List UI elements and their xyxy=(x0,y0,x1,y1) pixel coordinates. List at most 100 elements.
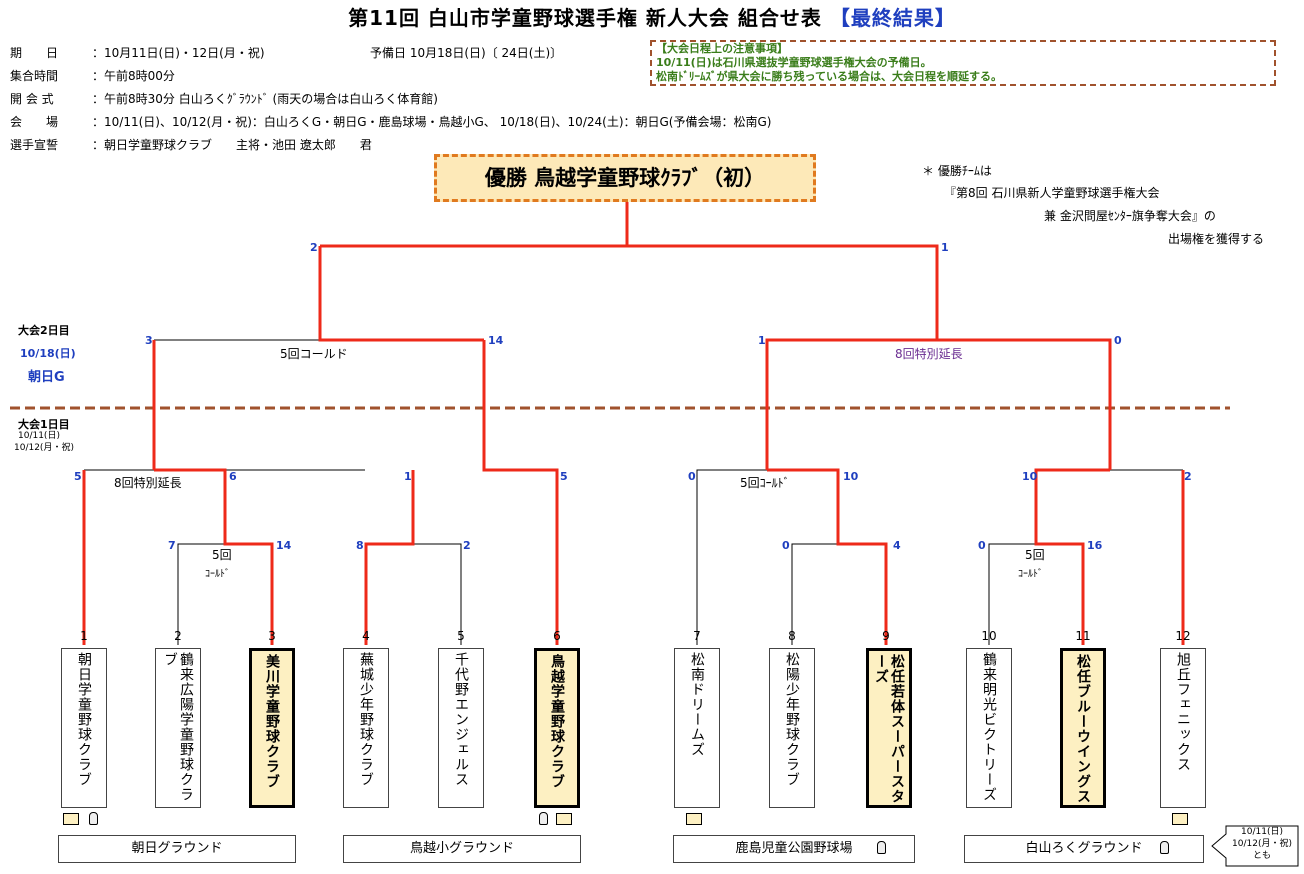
team-box: 千代野エンジェルス xyxy=(438,648,484,808)
venue-label: 会 場 xyxy=(10,115,59,129)
match-note: 5回 xyxy=(212,548,232,562)
match-note: 5回ｺｰﾙﾄﾞ xyxy=(740,476,790,490)
win-path xyxy=(1034,468,1110,645)
open-value: ：午前8時30分 白山ろくｸﾞﾗｳﾝﾄﾞ (雨天の場合は白山ろく体育館) xyxy=(92,92,438,106)
win-path xyxy=(937,338,1112,470)
score: 6 xyxy=(229,470,237,483)
team-number: 1 xyxy=(80,629,88,643)
ground-label: 朝日グラウンド xyxy=(58,835,296,863)
reserve-date: 予備日 10月18日(日)〔 24日(土)〕 xyxy=(370,46,563,60)
score: 8 xyxy=(356,539,364,552)
meet-label: 集合時間 xyxy=(10,69,59,83)
team-number: 8 xyxy=(788,629,796,643)
win-path xyxy=(482,340,559,645)
score: 16 xyxy=(1087,539,1103,552)
win-path xyxy=(767,468,888,645)
flag-icon xyxy=(1172,813,1188,825)
score: 0 xyxy=(782,539,790,552)
day1-date: 10/12(月・祝) xyxy=(14,443,74,453)
match-note: 5回 xyxy=(1025,548,1045,562)
team-number: 3 xyxy=(268,629,276,643)
team-box: 鶴来広陽学童野球クラブ xyxy=(155,648,201,808)
match-note: ｺｰﾙﾄﾞ xyxy=(205,569,230,580)
bracket-line xyxy=(177,543,225,645)
bracket-line xyxy=(988,543,1036,645)
team-number: 9 xyxy=(882,629,890,643)
win-path xyxy=(627,244,939,340)
callout-line: 10/11(日) xyxy=(1241,827,1283,837)
win-path xyxy=(765,338,937,470)
oath-label: 選手宣誓 xyxy=(10,138,59,152)
win-path xyxy=(318,246,484,342)
score: 4 xyxy=(893,539,901,552)
title-result: 【最終結果】 xyxy=(829,6,956,30)
team-box-winner: 美川学童野球クラブ xyxy=(249,648,295,808)
score: 10 xyxy=(1022,470,1038,483)
day1-label: 大会1日目 xyxy=(18,418,70,431)
date-label: 期 日 xyxy=(10,46,59,60)
team-box: 松陽少年野球クラブ xyxy=(769,648,815,808)
callout-line: とも xyxy=(1252,851,1271,861)
venue-value: ：10/11(日)、10/12(月・祝)：白山ろくG・朝日G・鹿島球場・鳥越小G… xyxy=(92,115,772,129)
bracket-line xyxy=(696,469,767,645)
win-path xyxy=(154,468,274,645)
page-title: 第11回 白山市学童野球選手権 新人大会 組合せ表 【最終結果】 xyxy=(0,2,1304,31)
day2-label: 大会2日目 xyxy=(18,324,70,337)
microphone-icon xyxy=(877,841,886,854)
schedule-notice: 【大会日程上の注意事項】 10/11(日)は石川県選抜学童野球選手権大会の予備日… xyxy=(650,40,1276,86)
callout-arrow xyxy=(1211,825,1299,867)
title-main: 第11回 白山市学童野球選手権 新人大会 組合せ表 xyxy=(348,6,822,30)
microphone-icon xyxy=(1160,841,1169,854)
win-path xyxy=(364,470,415,645)
callout: 10/11(日) 10/12(月・祝) とも xyxy=(1226,826,1298,862)
score: 14 xyxy=(488,334,504,347)
bracket-line xyxy=(791,543,838,645)
day2-date: 10/18(日) xyxy=(20,347,76,360)
oath-value: ：朝日学童野球クラブ 主将・池田 遼太郎 君 xyxy=(92,138,372,152)
team-number: 7 xyxy=(693,629,701,643)
match-note: ｺｰﾙﾄﾞ xyxy=(1018,569,1043,580)
flag-icon xyxy=(686,813,702,825)
score: 0 xyxy=(688,470,696,483)
day2-place: 朝日G xyxy=(28,370,65,385)
match-note: 8回特別延長 xyxy=(895,347,963,361)
team-box-winner: 松任ブルーウイングス xyxy=(1060,648,1106,808)
team-box-winner: 松任若体スーパースターズ xyxy=(866,648,912,808)
team-number: 4 xyxy=(362,629,370,643)
score: 1 xyxy=(404,470,412,483)
note-line: 『第8回 石川県新人学童野球選手権大会 xyxy=(944,186,1160,200)
note-line: ＊ 優勝ﾁｰﾑは xyxy=(922,164,992,178)
ground-label: 鹿島児童公園野球場 xyxy=(673,835,915,863)
team-number: 10 xyxy=(981,629,997,643)
notice-line: 10/11(日)は石川県選抜学童野球選手権大会の予備日。 xyxy=(656,56,932,69)
score: 2 xyxy=(463,539,471,552)
note-line: 兼 金沢問屋ｾﾝﾀｰ旗争奪大会』の xyxy=(1044,209,1216,223)
team-number: 5 xyxy=(457,629,465,643)
champion-box: 優勝 鳥越学童野球ｸﾗﾌﾞ（初） xyxy=(434,154,816,202)
score: 10 xyxy=(843,470,859,483)
team-box: 蕪城少年野球クラブ xyxy=(343,648,389,808)
notice-line: 松南ﾄﾞﾘｰﾑｽﾞが県大会に勝ち残っている場合は、大会日程を順延する。 xyxy=(656,70,1002,83)
team-number: 12 xyxy=(1175,629,1191,643)
win-path xyxy=(320,202,629,248)
score-final-left: 2 xyxy=(310,241,318,254)
team-box: 鶴来明光ビクトリーズ xyxy=(966,648,1012,808)
open-label: 開 会 式 xyxy=(10,92,54,106)
flag-icon xyxy=(63,813,79,825)
match-note: 8回特別延長 xyxy=(114,476,182,490)
score: 14 xyxy=(276,539,292,552)
microphone-icon xyxy=(89,812,98,825)
team-box-winner: 鳥越学童野球クラブ xyxy=(534,648,580,808)
team-number: 6 xyxy=(553,629,561,643)
score: 7 xyxy=(168,539,176,552)
team-box: 松南ドリームズ xyxy=(674,648,720,808)
team-box: 旭丘フェニックス xyxy=(1160,648,1206,808)
bracket-line xyxy=(413,543,462,645)
microphone-icon xyxy=(539,812,548,825)
ground-label: 鳥越小グラウンド xyxy=(343,835,581,863)
score: 5 xyxy=(560,470,568,483)
team-box: 朝日学童野球クラブ xyxy=(61,648,107,808)
match-note: 5回コールド xyxy=(280,347,348,361)
meet-value: ：午前8時00分 xyxy=(92,69,175,83)
